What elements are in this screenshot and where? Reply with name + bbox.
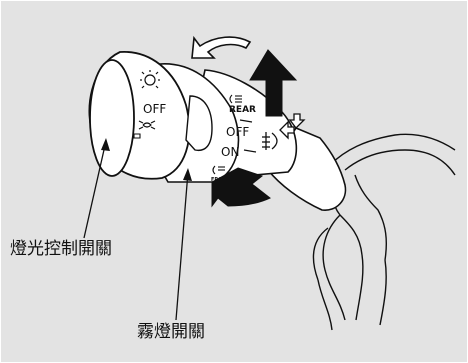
leader-lines — [83, 140, 189, 321]
on-marking: ON — [221, 145, 239, 159]
fog-light-switch-label: 霧燈開關 — [137, 322, 205, 342]
off-marking-2: OFF — [226, 125, 249, 139]
lever-body — [88, 51, 298, 183]
rotate-arrow-icon — [191, 35, 252, 59]
rear-marking: REAR — [229, 105, 256, 115]
rear-fog-icon — [229, 94, 242, 104]
fog-icon — [212, 165, 225, 175]
down-arrow-icon — [211, 167, 271, 208]
turn-arrow-icon — [279, 113, 306, 140]
headlight-switch-label: 燈光控制開關 — [10, 239, 112, 259]
front-fog-icon — [262, 132, 278, 150]
off-marking-1: OFF — [143, 102, 166, 116]
leader-arrowheads — [101, 138, 192, 181]
headlight-icon — [140, 70, 160, 89]
up-arrow-icon — [249, 49, 298, 117]
parking-light-icon — [138, 120, 156, 130]
auto-light-icon — [133, 133, 141, 139]
